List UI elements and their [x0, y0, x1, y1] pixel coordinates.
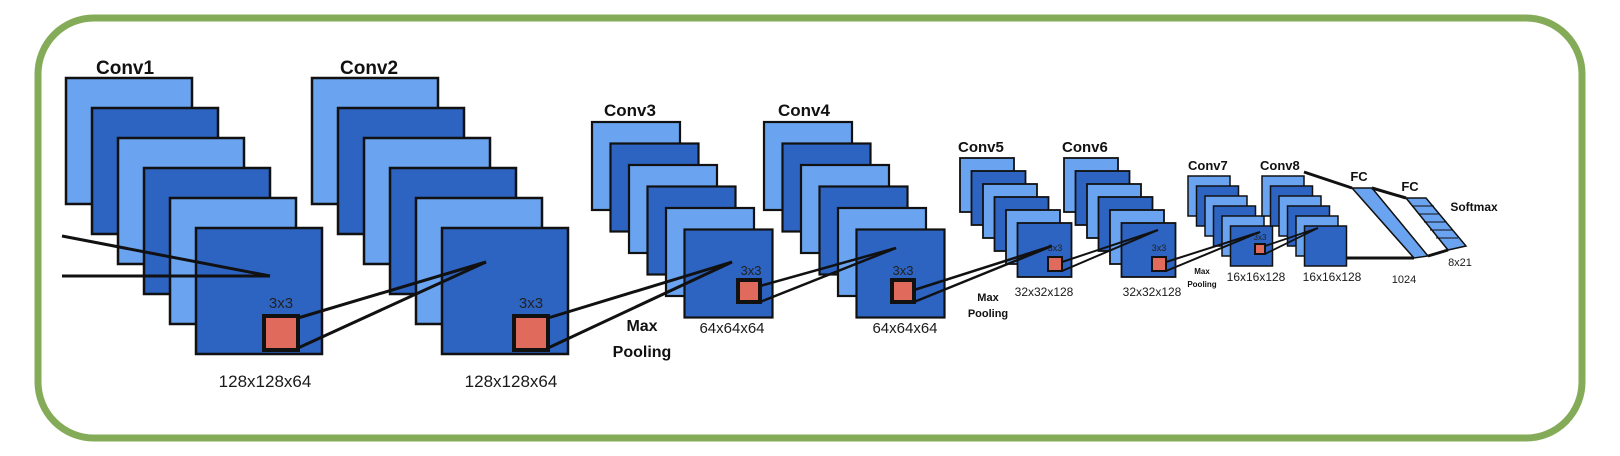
- connection-conv2-conv3-top: [547, 260, 733, 320]
- connection-fc-fc-bottom: [1427, 248, 1449, 258]
- connection-conv3-conv4-top: [759, 246, 897, 288]
- connection-conv4-conv5-bottom: [913, 244, 1053, 304]
- layer-dims-label: 32x32x128: [1015, 285, 1074, 299]
- kernel-size-label: 3x3: [1254, 233, 1267, 242]
- layer-name-label: Conv8: [1260, 158, 1300, 173]
- pooling-label: Max: [626, 318, 657, 335]
- pooling-label: Pooling: [968, 308, 1008, 320]
- kernel-marker-7: [1254, 243, 1266, 255]
- connection-conv6-conv7-top: [1165, 231, 1261, 263]
- layer-name-label: Conv7: [1188, 158, 1228, 173]
- softmax-label: Softmax: [1450, 200, 1498, 214]
- kernel-size-label: 3x3: [893, 263, 914, 278]
- layer-dims-label: 64x64x64: [872, 320, 937, 337]
- layer-name-label: Conv6: [1062, 139, 1108, 156]
- fc-dims-label: 8x21: [1448, 257, 1472, 269]
- fc-name-label: FC: [1401, 179, 1419, 194]
- connection-conv3-conv4-bottom: [759, 246, 897, 304]
- connection-conv4-conv5-top: [913, 244, 1053, 292]
- layer-dims-label: 32x32x128: [1123, 285, 1182, 299]
- layer-dims-label: 16x16x128: [1303, 270, 1362, 284]
- kernel-size-label: 3x3: [269, 295, 293, 312]
- kernel-size-label: 3x3: [1152, 243, 1167, 253]
- layer-dims-label: 128x128x64: [465, 372, 558, 391]
- fc-8x21-layer: [1404, 197, 1468, 251]
- layer-name-label: Conv4: [778, 101, 831, 120]
- connection-conv5-conv6-bottom: [1061, 229, 1159, 272]
- layer-8-feature-map: [1303, 225, 1348, 267]
- kernel-marker-4: [890, 278, 916, 304]
- pooling-label: Pooling: [1187, 280, 1216, 289]
- fc-name-label: FC: [1350, 169, 1368, 184]
- kernel-marker-3: [736, 278, 762, 304]
- kernel-marker-2: [512, 314, 550, 352]
- connection-lines: [61, 170, 1458, 350]
- fc-dims-label: 1024: [1392, 274, 1416, 286]
- kernel-markers: [262, 243, 1266, 352]
- pooling-label: Pooling: [613, 344, 672, 361]
- kernel-size-label: 3x3: [741, 263, 762, 278]
- input-line-upper: [61, 234, 271, 278]
- connection-conv6-conv7-bottom: [1165, 231, 1261, 272]
- connection-fc-fc-top: [1371, 186, 1407, 200]
- layer-name-label: Conv1: [96, 58, 155, 79]
- connection-conv7-conv8-top: [1264, 227, 1319, 247]
- layer-name-label: Conv2: [340, 58, 398, 79]
- connection-conv8-fc-top: [1303, 170, 1353, 190]
- layer-dims-label: 64x64x64: [699, 320, 764, 337]
- connection-conv5-conv6-top: [1061, 229, 1159, 263]
- layer-1-feature-map: [194, 226, 324, 356]
- connection-conv7-conv8-bottom: [1264, 227, 1319, 255]
- pooling-label: Max: [977, 292, 999, 304]
- connection-conv2-conv3-bottom: [547, 260, 733, 350]
- layer-name-label: Conv3: [604, 101, 656, 120]
- kernel-marker-1: [262, 314, 300, 352]
- kernel-marker-6: [1151, 256, 1167, 272]
- layer-name-label: Conv5: [958, 139, 1004, 156]
- connection-conv1-conv2-bottom: [297, 260, 487, 350]
- kernel-size-label: 3x3: [1048, 243, 1063, 253]
- layer-blocks: [64, 76, 1468, 356]
- kernel-size-label: 3x3: [519, 295, 543, 312]
- kernel-marker-5: [1047, 256, 1063, 272]
- connection-conv1-conv2-top: [297, 260, 487, 320]
- layer-dims-label: 128x128x64: [219, 372, 312, 391]
- pooling-label: Max: [1194, 267, 1210, 276]
- layer-dims-label: 16x16x128: [1227, 270, 1286, 284]
- layer-6-feature-map: [1120, 222, 1177, 278]
